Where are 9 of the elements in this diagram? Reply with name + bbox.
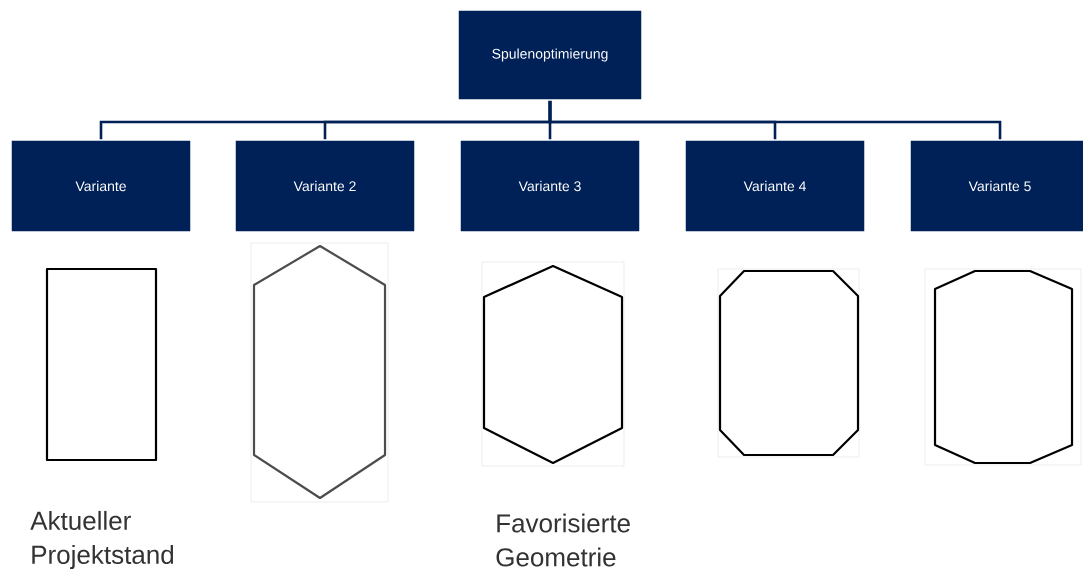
box: Variante 3 (459, 139, 641, 233)
connector-line (548, 100, 1002, 140)
box: Variante (10, 139, 192, 233)
box: Variante 4 (684, 139, 866, 233)
box: Variante 5 (909, 139, 1083, 233)
box: Spulenoptimierung (457, 9, 643, 101)
caption-text: Favorisierte Geometrie (496, 513, 630, 567)
box: Variante 2 (234, 139, 416, 233)
caption-text: Aktueller Projektstand (30, 510, 174, 570)
